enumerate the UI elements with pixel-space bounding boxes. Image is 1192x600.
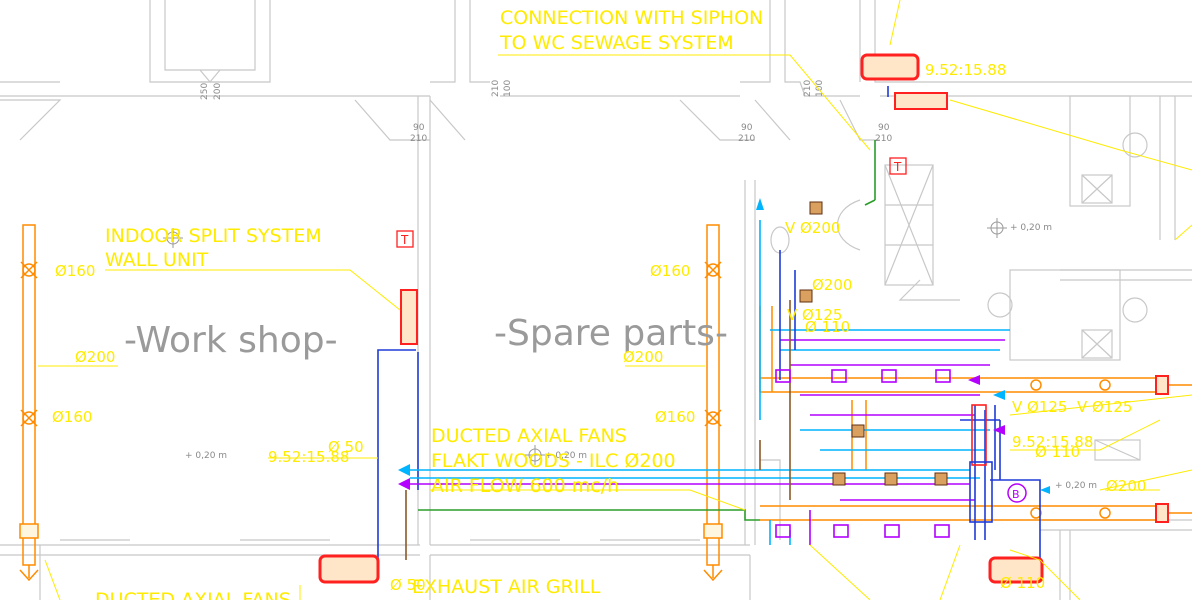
level-mark: + 0,20 m xyxy=(185,451,227,461)
dim-d200: Ø200 xyxy=(812,276,852,294)
door-dim: 210 xyxy=(875,134,892,144)
ventilation-pipes xyxy=(405,140,1010,560)
dim-v125: V Ø125 xyxy=(1012,398,1067,416)
note-siphon-line2: TO WC SEWAGE SYSTEM xyxy=(499,32,734,54)
thermostat-label: T xyxy=(893,160,902,174)
indoor-unit-top xyxy=(894,92,948,110)
door-dim: 100 xyxy=(815,80,825,97)
dim-d160: Ø160 xyxy=(55,262,95,280)
dim-d50: Ø 50 xyxy=(328,438,364,456)
note-siphon-line1: CONNECTION WITH SIPHON xyxy=(500,7,763,29)
door-dim: 90 xyxy=(413,123,425,133)
door-dim: 250 xyxy=(200,83,210,100)
refrigerant-pipes xyxy=(377,86,1041,560)
crosshair-markers xyxy=(163,218,1007,465)
level-mark: + 0,20 m xyxy=(1010,223,1052,233)
dim-d160: Ø160 xyxy=(655,408,695,426)
dim-d160: Ø160 xyxy=(52,408,92,426)
dim-v125: V Ø125 xyxy=(787,306,842,324)
thermostat-label: T xyxy=(400,233,409,247)
outdoor-unit-right xyxy=(988,556,1044,584)
note-exhaust-grill: EXHAUST AIR GRILL xyxy=(412,576,601,598)
dim-v125: V Ø125 xyxy=(1077,398,1132,416)
note-split-line2: WALL UNIT xyxy=(105,249,209,271)
elevation-right: 9.52:15.88 xyxy=(1012,433,1093,451)
dim-d160: Ø160 xyxy=(650,262,690,280)
door-dim: 210 xyxy=(410,134,427,144)
level-mark: + 0,20 m xyxy=(545,451,587,461)
door-dim: 90 xyxy=(878,123,890,133)
door-dim: 90 xyxy=(741,123,753,133)
level-mark: + 0,20 m xyxy=(1055,481,1097,491)
grille-fittings xyxy=(775,369,993,538)
dim-d200: Ø200 xyxy=(75,348,115,366)
thermostats: T T xyxy=(396,157,907,248)
dim-v200: V Ø200 xyxy=(785,219,840,237)
boiler-label: B xyxy=(1012,488,1020,501)
outdoor-unit-bottom xyxy=(318,554,380,584)
door-dim: 210 xyxy=(738,134,755,144)
split-wall-unit xyxy=(400,289,418,345)
leader-lines xyxy=(38,0,1192,600)
elevation-top: 9.52:15.88 xyxy=(925,61,1006,79)
door-dimension-labels: 250 200 210 100 90 210 90 210 90 210 210… xyxy=(185,80,1097,491)
airflow-arrows xyxy=(398,198,1050,494)
note-fans-line3: AIR FLOW 600 mc/h xyxy=(431,475,619,497)
dim-d200: Ø200 xyxy=(623,348,663,366)
dim-d110: Ø 110 xyxy=(1000,574,1045,592)
room-label-spare-parts: -Spare parts- xyxy=(494,313,728,354)
dim-d110: Ø 110 xyxy=(1035,443,1080,461)
note-split-line1: INDOOR SPLIT SYSTEM xyxy=(105,225,322,247)
door-dim: 210 xyxy=(803,80,813,97)
note-fans-line2: FLAKT WOODS - ILC Ø200 xyxy=(431,450,676,472)
door-dim: 100 xyxy=(503,80,513,97)
dim-d50: Ø 50 xyxy=(390,576,426,594)
dimension-labels: Ø160 Ø200 Ø160 Ø160 Ø200 Ø160 Ø200 V Ø20… xyxy=(52,61,1146,594)
note-fans-line1: DUCTED AXIAL FANS xyxy=(431,425,627,447)
elevation-left: 9.52:15.88 xyxy=(268,448,349,466)
orange-ducts xyxy=(19,224,1192,582)
door-dim: 200 xyxy=(213,83,223,100)
dim-d200: Ø200 xyxy=(1106,477,1146,495)
outdoor-unit-top xyxy=(860,53,920,81)
note-fans-bottom: DUCTED AXIAL FANS xyxy=(95,589,291,600)
door-dim: 210 xyxy=(491,80,501,97)
room-label-workshop: -Work shop- xyxy=(124,320,338,361)
equipment: B xyxy=(318,53,1169,584)
dim-d110: Ø 110 xyxy=(805,318,850,336)
